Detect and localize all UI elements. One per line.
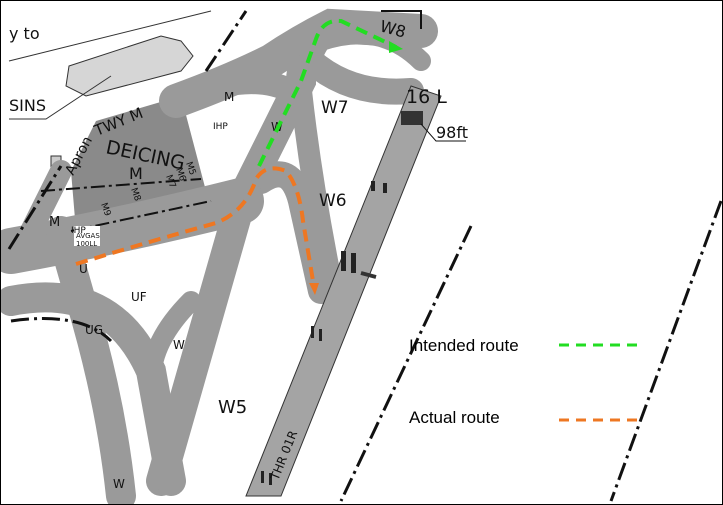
actual-route bbox=[75, 166, 316, 288]
label-m7: M7 bbox=[163, 174, 177, 190]
label-ug: UG bbox=[85, 323, 103, 337]
legend-intended-label: Intended route bbox=[409, 336, 519, 355]
hold-line bbox=[70, 200, 212, 232]
hold-line bbox=[40, 178, 202, 192]
elevation-leader bbox=[420, 123, 466, 142]
label-w-south: W bbox=[113, 477, 125, 491]
label-m9: M9 bbox=[98, 202, 112, 218]
label-avgas: AVGAS bbox=[76, 232, 100, 240]
leader-line bbox=[9, 75, 112, 120]
label-uf: UF bbox=[131, 290, 147, 304]
label-y-to: y to bbox=[9, 24, 40, 43]
boundary-dashline bbox=[204, 10, 248, 72]
building bbox=[65, 35, 194, 97]
label-elevation: 98ft bbox=[436, 123, 468, 142]
label-w-mid: W bbox=[173, 338, 185, 352]
label-m-north: M bbox=[224, 90, 234, 104]
boundary-dashline bbox=[7, 165, 63, 250]
runway bbox=[245, 85, 442, 497]
label-w5: W5 bbox=[218, 397, 247, 418]
label-u: U bbox=[79, 262, 88, 276]
threshold-marking bbox=[401, 111, 423, 125]
runway-markings bbox=[261, 181, 387, 485]
actual-route-arrowhead bbox=[309, 283, 319, 295]
boundary-dashline bbox=[339, 225, 473, 502]
label-w6: W6 bbox=[319, 191, 347, 211]
w8-box bbox=[381, 10, 422, 29]
label-sins: SINS bbox=[9, 96, 46, 115]
label-runway-16l: 16 L bbox=[406, 86, 447, 108]
label-m: M bbox=[129, 164, 143, 183]
label-w7: W7 bbox=[321, 98, 349, 118]
boundary-dashline bbox=[609, 200, 722, 502]
intended-route bbox=[257, 18, 397, 167]
label-m5: M5 bbox=[183, 161, 197, 177]
label-ihp-1: IHP bbox=[213, 122, 228, 132]
label-avgas-grade: 100LL bbox=[76, 240, 97, 248]
legend-actual-label: Actual route bbox=[409, 408, 500, 427]
runway-stub bbox=[360, 271, 377, 279]
label-m-west: M bbox=[49, 215, 60, 230]
taxiways bbox=[1, 8, 438, 504]
intended-route-arrowhead bbox=[389, 41, 403, 53]
label-m8: M8 bbox=[128, 187, 142, 203]
label-ihp-2: IHP bbox=[71, 226, 86, 236]
boundary-dashline bbox=[10, 317, 113, 343]
boundary-line bbox=[8, 10, 212, 62]
label-m6: M6 bbox=[173, 167, 187, 183]
avgas-box bbox=[74, 226, 100, 246]
